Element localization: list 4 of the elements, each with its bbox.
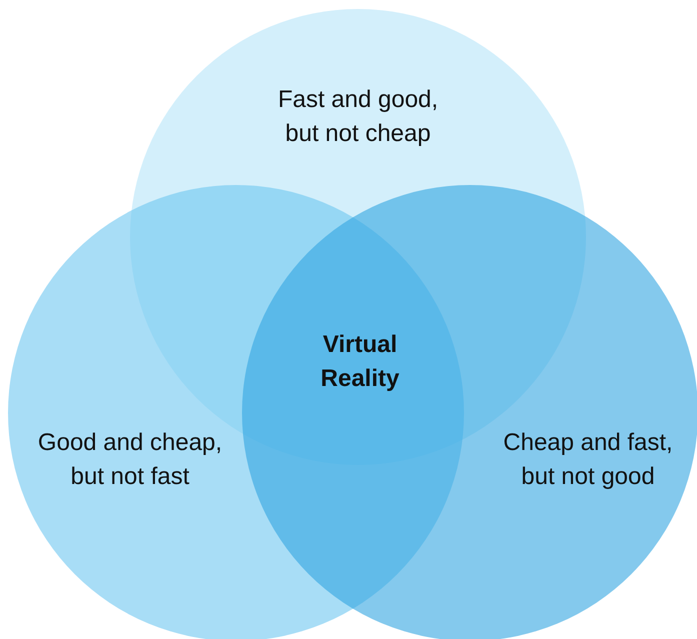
circle-label: Cheap and fast, but not good: [502, 428, 674, 492]
circle-label: Fast and good, but not cheap: [276, 85, 440, 149]
center-label: Virtual Reality: [320, 330, 400, 394]
circle-label: Good and cheap, but not fast: [36, 428, 224, 492]
